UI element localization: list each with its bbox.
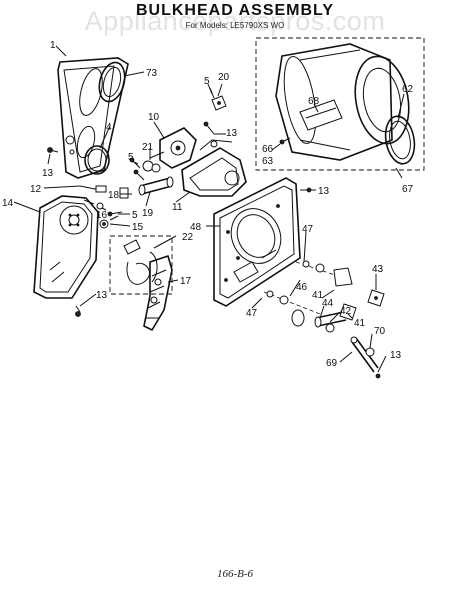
callout-20: 20 [218, 72, 230, 83]
callout-42: 42 [340, 306, 352, 317]
model-subtitle: For Models: LE5790XS WO [185, 21, 285, 30]
drum-seal-62 [384, 115, 416, 165]
blower-housing-11 [181, 139, 247, 197]
callout-10: 10 [148, 112, 160, 123]
callout-68: 68 [308, 96, 320, 107]
callout-labels: 1 73 4 13 5 20 10 13 21 5 12 16 18 19 11… [2, 40, 414, 369]
rear-bulkhead-48 [213, 177, 301, 307]
roller-shaft-42 [314, 311, 347, 333]
callout-5-c: 5 [132, 210, 138, 221]
callout-11: 11 [172, 202, 183, 213]
watermark: Appliancepartspros.com [84, 6, 386, 36]
bearing-plate-10 [149, 127, 197, 169]
drum-screws [279, 137, 291, 145]
callout-47-a: 47 [302, 224, 314, 235]
callout-21: 21 [142, 142, 154, 153]
callout-73: 73 [146, 68, 158, 79]
callout-13-d: 13 [318, 186, 330, 197]
callout-4: 4 [106, 122, 112, 133]
callout-43: 43 [372, 264, 384, 275]
diagram-title: BULKHEAD ASSEMBLY [135, 2, 335, 19]
roller-shafts [263, 260, 353, 327]
idler-arm-69 [350, 336, 381, 379]
leader-lines [13, 45, 405, 373]
front-bulkhead-panel [57, 57, 129, 179]
callout-16: 16 [96, 210, 108, 221]
callout-5-b: 5 [128, 152, 134, 163]
callout-12: 12 [30, 184, 42, 195]
callout-70: 70 [374, 326, 386, 337]
callout-69: 69 [326, 358, 338, 369]
callout-48: 48 [190, 222, 202, 233]
callout-41-b: 41 [354, 318, 366, 329]
door-seal-73 [98, 61, 126, 103]
callout-22: 22 [182, 232, 194, 243]
seal-ring-4 [84, 145, 110, 175]
kit-box-22 [109, 235, 173, 295]
callout-63: 63 [262, 156, 274, 167]
callout-19: 19 [142, 208, 154, 219]
sensor-bracket-17 [143, 254, 173, 332]
callout-47-b: 47 [246, 308, 258, 319]
screw-13-frame [300, 187, 312, 193]
callout-17: 17 [180, 276, 192, 287]
callout-15: 15 [132, 222, 144, 233]
callout-46: 46 [296, 282, 308, 293]
callout-41-a: 41 [312, 290, 324, 301]
screw-13-mid [203, 121, 215, 135]
drum-cylinder [275, 43, 410, 161]
callout-62: 62 [402, 84, 414, 95]
callout-13-c: 13 [96, 290, 108, 301]
shaft-19 [138, 176, 174, 196]
page-code: 166-B-6 [216, 568, 254, 580]
callout-13-a: 13 [42, 168, 54, 179]
callout-5-a: 5 [204, 76, 210, 87]
front-shield-14 [33, 195, 99, 299]
small-hardware-left [79, 185, 129, 229]
callout-67: 67 [402, 184, 414, 195]
washers-21 [142, 160, 161, 173]
callout-44: 44 [322, 298, 334, 309]
callout-13-e: 13 [390, 350, 402, 361]
callout-18: 18 [108, 190, 120, 201]
roller-41 [339, 303, 357, 321]
screws-5 [129, 157, 145, 181]
clip-20 [209, 87, 227, 111]
roller-43 [367, 289, 385, 307]
screw-13-lower [75, 305, 81, 317]
callout-14: 14 [2, 198, 14, 209]
callout-13-b: 13 [226, 128, 238, 139]
drum-box-67 [255, 37, 425, 171]
callout-66: 66 [262, 144, 274, 155]
callout-1: 1 [50, 40, 56, 51]
screw-13-left [47, 147, 59, 153]
